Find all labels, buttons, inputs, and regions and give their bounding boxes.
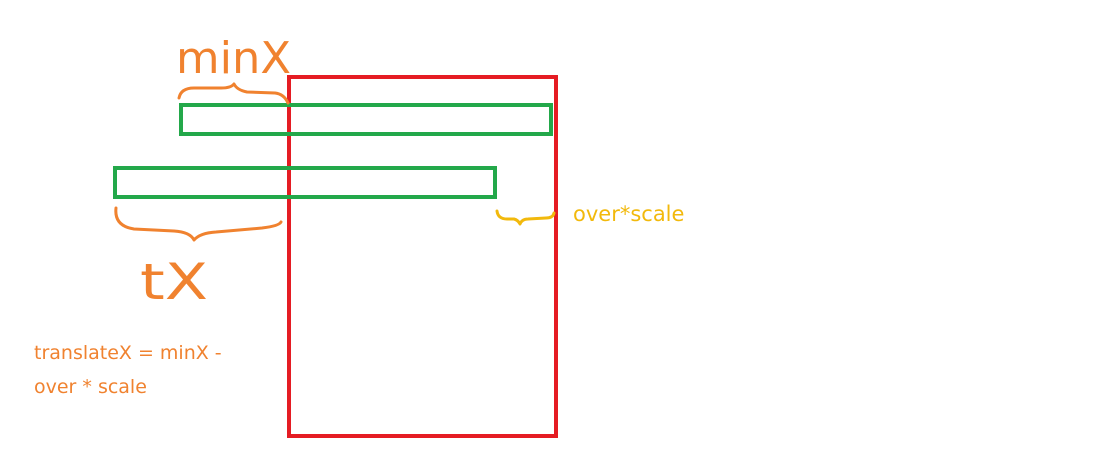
formula-line-1: translateX = minX -: [34, 342, 222, 364]
minx-brace: [177, 82, 290, 105]
formula-note: translateX = minX - over * scale: [34, 336, 222, 404]
minx-label: minX: [176, 33, 291, 84]
over-scale-brace: [495, 209, 556, 226]
over-scale-label: over*scale: [573, 202, 684, 226]
viewport-rect: [287, 75, 558, 438]
content-bar-top: [179, 103, 553, 136]
tx-brace: [114, 206, 283, 242]
formula-line-2: over * scale: [34, 376, 147, 398]
content-bar-bottom: [113, 166, 497, 199]
tx-label: tX: [140, 253, 208, 311]
